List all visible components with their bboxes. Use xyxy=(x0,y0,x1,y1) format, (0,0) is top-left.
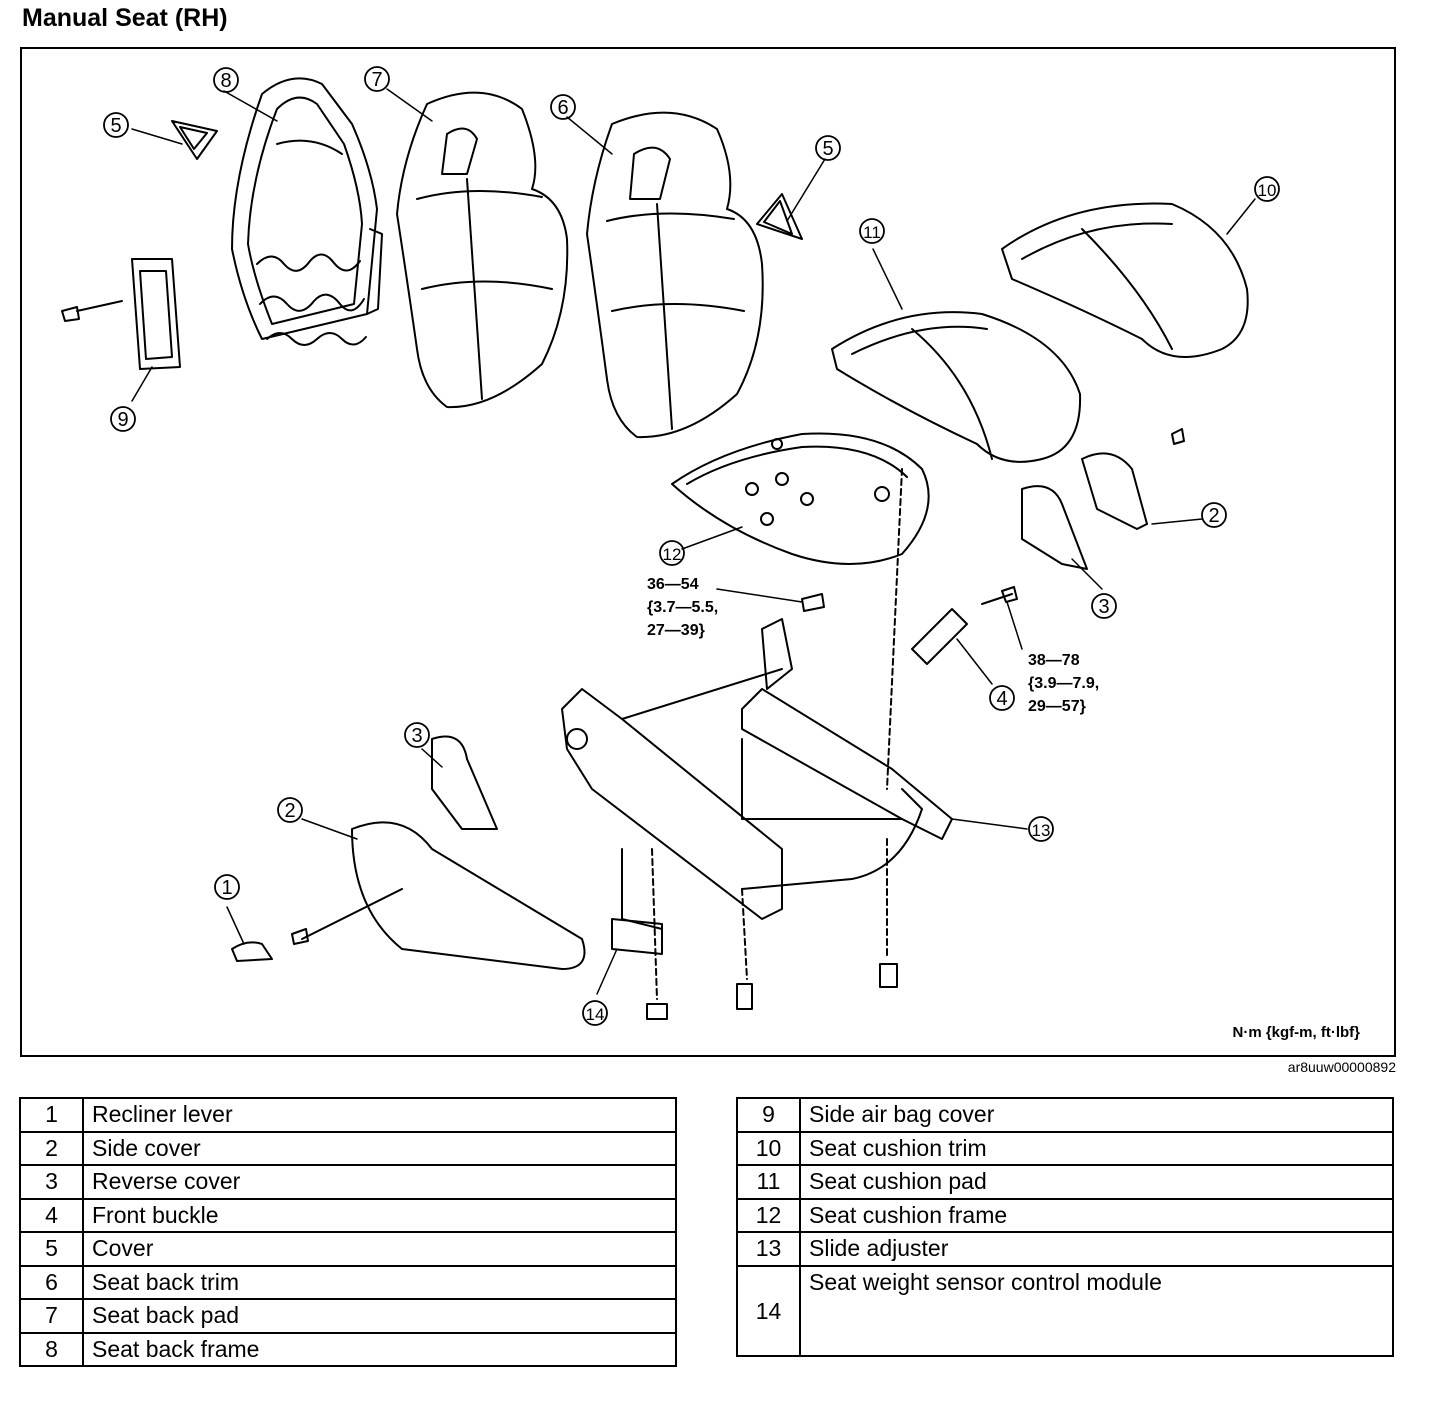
callout-circles xyxy=(103,66,1280,1026)
part-number: 14 xyxy=(736,1264,801,1357)
front-buckle-drawing xyxy=(911,586,1018,665)
callout-14: 14 xyxy=(586,1005,605,1024)
torque-units-note: N·m {kgf-m, ft·lbf} xyxy=(1232,1024,1361,1041)
exploded-diagram: 8 7 6 5 5 10 11 9 12 2 3 4 3 13 2 1 14 3… xyxy=(20,47,1396,1057)
leader-lines xyxy=(131,88,1256,995)
callout-12: 12 xyxy=(663,545,682,564)
seat-cushion-trim-drawing xyxy=(1001,202,1249,358)
callout-1: 1 xyxy=(221,877,232,899)
part-name: Side air bag cover xyxy=(799,1097,1394,1133)
part-name: Cover xyxy=(82,1231,677,1267)
callout-5-left: 5 xyxy=(110,115,121,137)
part-number: 5 xyxy=(19,1231,84,1267)
torque-spec-a-line2: {3.7—5.5, xyxy=(647,599,718,616)
callout-labels: 8 7 6 5 5 10 11 9 12 2 3 4 3 13 2 1 14 3… xyxy=(110,69,1276,1024)
part-number: 7 xyxy=(19,1298,84,1334)
seat-cushion-frame-drawing xyxy=(671,432,930,565)
part-name: Seat cushion frame xyxy=(799,1197,1394,1233)
part-name: Side cover xyxy=(82,1130,677,1166)
seat-back-pad-drawing xyxy=(396,91,569,409)
slide-adjuster-drawing xyxy=(561,468,953,1000)
part-name: Seat back pad xyxy=(82,1298,677,1334)
callout-3-right: 3 xyxy=(1098,596,1109,618)
callout-9: 9 xyxy=(117,409,128,431)
part-number: 10 xyxy=(736,1130,801,1166)
callout-10: 10 xyxy=(1258,181,1277,200)
callout-13: 13 xyxy=(1032,821,1051,840)
part-number: 13 xyxy=(736,1231,801,1267)
part-number: 2 xyxy=(19,1130,84,1166)
diagram-drawing: 8 7 6 5 5 10 11 9 12 2 3 4 3 13 2 1 14 3… xyxy=(61,66,1280,1026)
figure-id: ar8uuw00000892 xyxy=(1287,1059,1396,1075)
part-name: Reverse cover xyxy=(82,1164,677,1200)
part-name: Recliner lever xyxy=(82,1097,677,1133)
part-name: Seat back trim xyxy=(82,1264,677,1300)
cover-drawings xyxy=(171,120,803,240)
part-number: 1 xyxy=(19,1097,84,1133)
part-number: 11 xyxy=(736,1164,801,1200)
part-name: Front buckle xyxy=(82,1197,677,1233)
part-number: 8 xyxy=(19,1331,84,1367)
torque-spec-b-line3: 29—57} xyxy=(1028,698,1086,715)
callout-11: 11 xyxy=(863,223,881,242)
part-number: 12 xyxy=(736,1197,801,1233)
part-name: Seat cushion trim xyxy=(799,1130,1394,1166)
fasteners-drawing xyxy=(646,593,898,1020)
torque-spec-a-line1: 36—54 xyxy=(647,576,699,593)
callout-4: 4 xyxy=(996,688,1007,710)
part-number: 4 xyxy=(19,1197,84,1233)
callout-2-right: 2 xyxy=(1208,505,1219,527)
seat-cushion-pad-drawing xyxy=(831,311,1082,463)
callout-6: 6 xyxy=(557,97,568,119)
part-name: Seat cushion pad xyxy=(799,1164,1394,1200)
callout-2-left: 2 xyxy=(284,800,295,822)
torque-spec-a-line3: 27—39} xyxy=(647,622,705,639)
right-side-covers-drawing xyxy=(1021,428,1185,570)
part-number: 3 xyxy=(19,1164,84,1200)
callout-8: 8 xyxy=(220,70,231,92)
part-number: 6 xyxy=(19,1264,84,1300)
torque-spec-b-line1: 38—78 xyxy=(1028,652,1080,669)
seat-back-frame-drawing xyxy=(231,77,383,346)
part-number: 9 xyxy=(736,1097,801,1133)
page-title: Manual Seat (RH) xyxy=(22,4,228,32)
torque-spec-b-line2: {3.9—7.9, xyxy=(1028,675,1099,692)
part-name: Seat weight sensor control module xyxy=(799,1264,1394,1357)
callout-7: 7 xyxy=(371,69,382,91)
callout-3-left: 3 xyxy=(411,725,422,747)
left-side-covers-drawing xyxy=(231,735,586,970)
part-name: Slide adjuster xyxy=(799,1231,1394,1267)
callout-5-right: 5 xyxy=(822,138,833,160)
side-air-bag-cover-drawing xyxy=(61,258,181,370)
part-name: Seat back frame xyxy=(82,1331,677,1367)
seat-back-trim-drawing xyxy=(586,111,764,439)
